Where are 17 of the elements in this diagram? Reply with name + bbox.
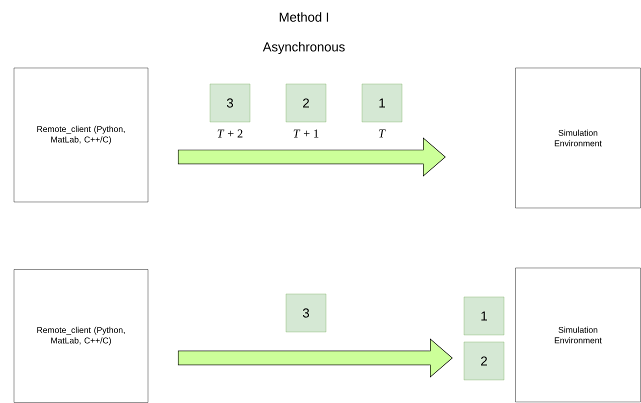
time-label: T + 2 [218, 130, 242, 138]
subtitle: Asynchronous [262, 42, 345, 54]
packet-box: 3 [210, 84, 250, 122]
packet-box: 2 [464, 342, 504, 380]
packet-box: 3 [286, 294, 326, 332]
process-box: Remote_client (Python, MatLab, C++/C) [14, 68, 148, 202]
block-arrow [178, 338, 453, 378]
packet-box: 1 [464, 296, 504, 336]
block-arrow [178, 137, 446, 177]
time-label: T + 1 [294, 130, 318, 138]
packet-box: 2 [286, 84, 326, 122]
process-box: Remote_client (Python, MatLab, C++/C) [14, 269, 148, 403]
process-box: Simulation Environment [515, 268, 641, 402]
packet-box: 1 [362, 84, 402, 122]
process-box: Simulation Environment [515, 68, 641, 208]
time-label: T [379, 130, 386, 138]
title: Method I [280, 12, 328, 22]
